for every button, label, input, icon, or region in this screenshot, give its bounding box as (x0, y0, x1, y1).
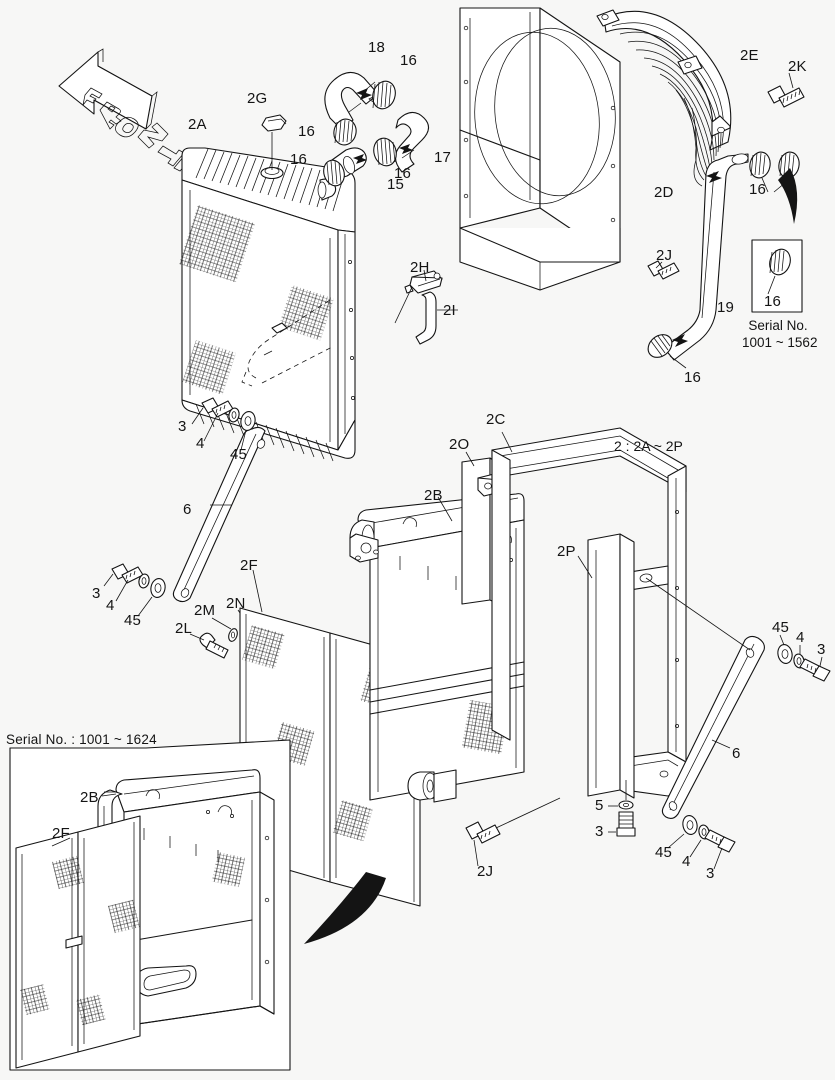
fan-shroud-2D (459, 7, 621, 291)
radiator-2A (178, 147, 356, 462)
callout-2F-inset: 2F (52, 825, 70, 842)
callout-2J-lower: 2J (477, 863, 494, 880)
clamp-16-c (373, 137, 397, 167)
callout-6-left: 6 (183, 501, 192, 518)
bolt-2J-lower (465, 797, 561, 867)
fastener-5-3-center (608, 780, 636, 837)
callout-3-c: 3 (817, 641, 826, 658)
part-2G-clip (261, 114, 287, 170)
callout-3-a: 3 (178, 418, 187, 435)
callout-2P: 2P (557, 543, 576, 560)
stay-6-left (172, 426, 266, 603)
fastener-set-upper-left (191, 397, 256, 451)
callout-2I: 2I (443, 302, 456, 319)
callout-16-g: 16 (684, 369, 702, 386)
callout-16-e: 16 (749, 181, 767, 198)
callout-2B-inset: 2B (80, 789, 99, 806)
callout-2B-main: 2B (424, 487, 443, 504)
callout-2G: 2G (247, 90, 268, 107)
washer-2M (211, 617, 238, 642)
group-note: 2 : 2A ~ 2P (614, 438, 683, 454)
clamp-16-b (333, 118, 357, 146)
callout-4-b: 4 (106, 597, 115, 614)
callout-5: 5 (595, 797, 604, 814)
callout-2N: 2N (226, 595, 246, 612)
drain-valve-2H (394, 269, 443, 324)
callout-2D: 2D (654, 184, 674, 201)
clamp-16-f-bottom (647, 334, 687, 369)
inset-pointer-arrow (304, 872, 386, 944)
callout-6-right: 6 (732, 745, 741, 762)
callout-2O: 2O (449, 436, 470, 453)
callout-3-e: 3 (706, 865, 715, 882)
callout-2M: 2M (194, 602, 216, 619)
serial-1562-line1: Serial No. (748, 318, 808, 333)
callout-18: 18 (368, 39, 386, 56)
callout-16-d: 16 (394, 165, 412, 182)
bolt-2K (767, 72, 805, 108)
callout-2E: 2E (740, 47, 759, 64)
callout-16-a: 16 (400, 52, 418, 69)
hose-17-lower (394, 111, 430, 173)
callout-2L: 2L (175, 620, 193, 637)
drain-hose-2I (415, 291, 458, 345)
fastener-set-upper-right (645, 577, 831, 682)
callout-45-b: 45 (124, 612, 142, 629)
callout-2C: 2C (486, 411, 506, 428)
callout-4-c: 4 (796, 629, 805, 646)
callout-45-d: 45 (655, 844, 673, 861)
callout-3-b: 3 (92, 585, 101, 602)
hose-19 (663, 153, 749, 361)
bolt-2J-upper (647, 260, 680, 280)
fan-guard-2E (596, 9, 732, 187)
callout-2K: 2K (788, 58, 807, 75)
callout-16-b: 16 (298, 123, 316, 140)
inset-serial-1624-caption: Serial No. : 1001 ~ 1624 (6, 732, 157, 747)
inset-serial-1562-caption: Serial No. 1001 ~ 1562 (742, 318, 818, 352)
callout-45-a: 45 (230, 446, 248, 463)
support-post-2P (577, 533, 635, 799)
serial-1562-line2: 1001 ~ 1562 (742, 334, 818, 350)
callout-16-c: 16 (290, 151, 308, 168)
cooler-frame-2C (491, 427, 687, 797)
callout-4-d: 4 (682, 853, 691, 870)
stay-6-right (661, 635, 765, 820)
callout-15: 15 (387, 176, 405, 193)
fastener-set-lower-right (667, 815, 736, 870)
wing-bolt-2L (189, 632, 229, 659)
inset-serial-1562-box (751, 239, 803, 313)
callout-2H: 2H (410, 259, 430, 276)
clamp-16-d (323, 159, 345, 187)
callout-19: 19 (717, 299, 735, 316)
inset-serial-1624-box (9, 739, 291, 1071)
callout-2A: 2A (188, 116, 207, 133)
callout-2J-upper: 2J (656, 247, 673, 264)
callout-4-a: 4 (196, 435, 205, 452)
hose-18-upper (324, 71, 379, 130)
callout-3-d: 3 (595, 823, 604, 840)
callout-2F-main: 2F (240, 557, 258, 574)
clamp-16-e1 (749, 151, 771, 179)
front-arrow-graphic (58, 48, 192, 172)
clamp-16-a (368, 80, 396, 110)
callout-16-inset: 16 (764, 293, 782, 310)
callout-45-c: 45 (772, 619, 790, 636)
fastener-set-lower-left (103, 563, 166, 617)
callout-17: 17 (434, 149, 452, 166)
